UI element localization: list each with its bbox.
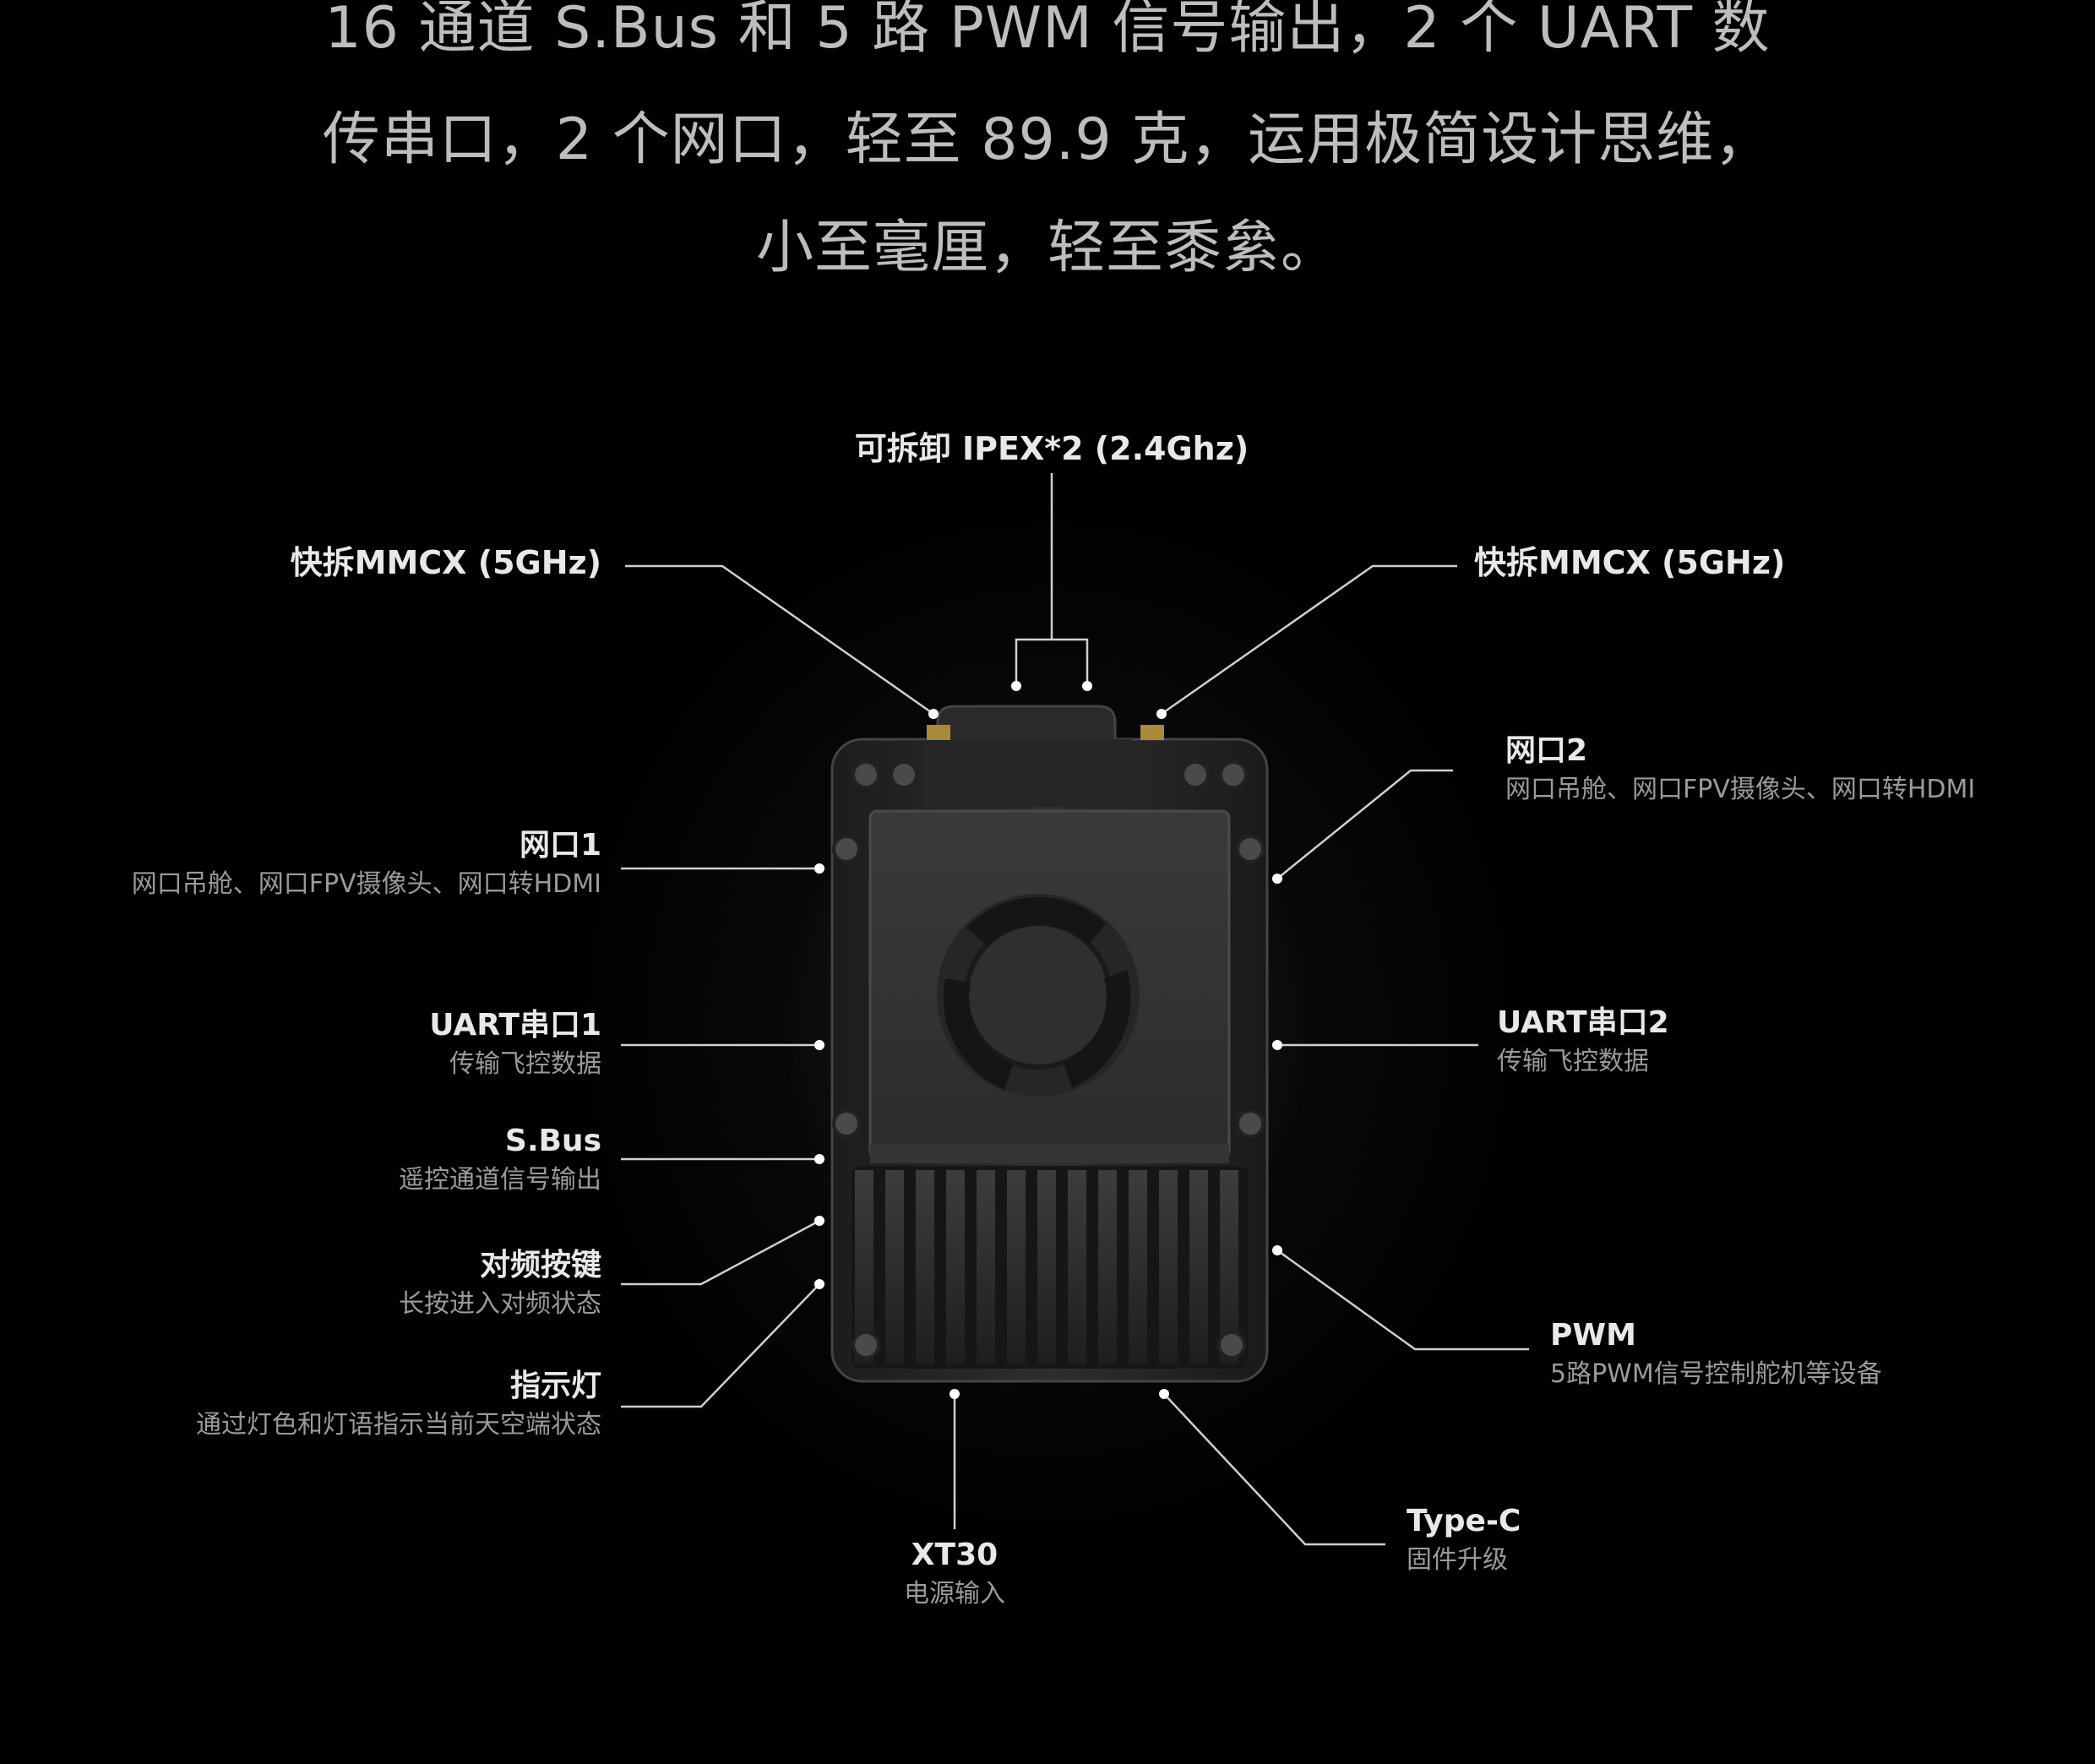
label-pwm-sub: 5路PWM信号控制舵机等设备 — [1550, 1359, 1882, 1389]
label-ipex: 可拆卸 IPEX*2 (2.4Ghz) — [845, 431, 1259, 466]
label-uart1-sub: 传输飞控数据 — [449, 1049, 601, 1079]
label-sbus: S.Bus 遥控通道信号输出 — [253, 1124, 601, 1196]
label-sbus-sub: 遥控通道信号输出 — [399, 1165, 601, 1195]
label-xt30-title: XT30 — [911, 1538, 999, 1572]
intro-line-1: 16 通道 S.Bus 和 5 路 PWM 信号输出，2 个 UART 数 — [324, 0, 1771, 62]
leader-dots — [814, 681, 1282, 1399]
label-typec-title: Type-C — [1407, 1504, 1521, 1538]
label-xt30: XT30 电源输入 — [819, 1538, 1090, 1610]
label-type-c: Type-C 固件升级 — [1407, 1504, 1660, 1576]
label-uart1: UART串口1 传输飞控数据 — [253, 1008, 601, 1081]
label-pair-sub: 长按进入对频状态 — [399, 1289, 601, 1319]
label-uart2-sub: 传输飞控数据 — [1497, 1047, 1649, 1076]
label-mmcx-right-title: 快拆MMCX (5GHz) — [1474, 544, 1786, 581]
label-mmcx-left-title: 快拆MMCX (5GHz) — [290, 544, 601, 581]
label-xt30-sub: 电源输入 — [904, 1579, 1005, 1609]
label-net1-title: 网口1 — [519, 828, 601, 863]
heatsink-fins — [852, 1166, 1249, 1369]
label-indicator-light: 指示灯 通过灯色和灯语指示当前天空端状态 — [84, 1369, 601, 1441]
device-body — [830, 705, 1269, 1383]
label-pwm-title: PWM — [1550, 1318, 1636, 1353]
label-net1: 网口1 网口吊舱、网口FPV摄像头、网口转HDMI — [51, 828, 601, 901]
label-ipex-title: 可拆卸 IPEX*2 (2.4Ghz) — [854, 430, 1249, 467]
label-net2-title: 网口2 — [1505, 733, 1588, 768]
label-net2: 网口2 网口吊舱、网口FPV摄像头、网口转HDMI — [1505, 733, 2054, 806]
label-typec-sub: 固件升级 — [1407, 1545, 1508, 1575]
label-pwm: PWM 5路PWM信号控制舵机等设备 — [1550, 1318, 1973, 1391]
leader-lines — [621, 473, 1529, 1546]
label-led-title: 指示灯 — [509, 1369, 601, 1403]
fan-icon — [937, 894, 1140, 1097]
mmcx-connector-right — [1140, 725, 1164, 740]
label-net2-sub: 网口吊舱、网口FPV摄像头、网口转HDMI — [1505, 775, 1976, 804]
label-led-sub: 通过灯色和灯语指示当前天空端状态 — [196, 1410, 601, 1440]
label-uart2-title: UART串口2 — [1497, 1005, 1669, 1040]
label-pair-title: 对频按键 — [479, 1248, 601, 1282]
label-uart2: UART串口2 传输飞控数据 — [1497, 1005, 1835, 1078]
label-net1-sub: 网口吊舱、网口FPV摄像头、网口转HDMI — [131, 869, 601, 899]
intro-line-3: 小至毫厘，轻至黍絫。 — [755, 215, 1339, 281]
label-mmcx-left: 快拆MMCX (5GHz) — [253, 545, 601, 580]
intro-line-2: 传串口，2 个网口，轻至 89.9 克，运用极简设计思维， — [322, 106, 1773, 173]
label-pair-button: 对频按键 长按进入对频状态 — [253, 1248, 601, 1320]
label-uart1-title: UART串口1 — [429, 1008, 601, 1043]
label-sbus-title: S.Bus — [504, 1124, 601, 1158]
label-mmcx-right: 快拆MMCX (5GHz) — [1474, 545, 1812, 580]
mmcx-connector-left — [927, 725, 950, 740]
